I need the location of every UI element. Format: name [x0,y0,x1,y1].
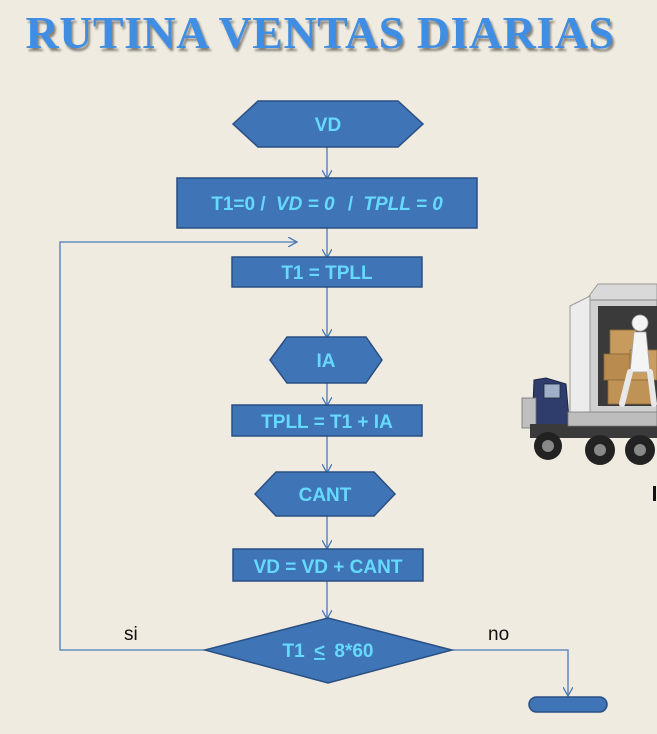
input-ia-node: IA [269,336,383,384]
connector-no-end [452,649,568,695]
connector-loop-si [59,242,296,651]
init-tpll-part: TPLL = 0 [363,194,443,215]
decision-node: T1 < 8*60 [202,617,455,684]
init-sep: / [348,194,354,215]
decision-right: 8*60 [334,641,373,662]
decision-op: < [314,641,325,662]
cropped-text-fragment [653,486,656,501]
start-node-label: VD [315,115,341,136]
page-title: RUTINA VENTAS DIARIAS [25,7,615,58]
assign-vd-process: VD = VD + CANT [232,548,424,582]
branch-label-si: si [124,624,138,645]
input-ia-label: IA [317,351,336,372]
assign-vd-label: VD = VD + CANT [254,557,403,578]
decision-left: T1 [283,641,306,662]
end-terminator [528,696,608,713]
assign-t1-process: T1 = TPLL [231,256,423,288]
input-cant-label: CANT [299,485,352,506]
init-label: T1=0 / VD = 0 / TPLL = 0 [211,194,443,215]
start-node-vd: VD [231,100,425,148]
init-t1-part: T1=0 / [211,194,266,215]
connectors [59,147,568,695]
assign-tpll-process: TPLL = T1 + IA [231,404,423,437]
assign-t1-label: T1 = TPLL [281,263,373,284]
decision-label: T1 < 8*60 [283,641,374,662]
delivery-truck-icon [521,283,657,465]
branch-label-no: no [488,624,509,645]
input-cant-node: CANT [253,471,397,517]
init-process: T1=0 / VD = 0 / TPLL = 0 [176,177,478,229]
assign-tpll-label: TPLL = T1 + IA [261,412,393,433]
init-vd-part: VD = 0 [276,194,335,215]
